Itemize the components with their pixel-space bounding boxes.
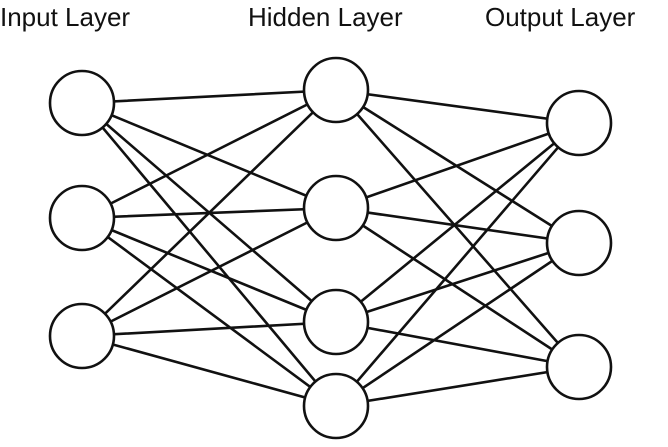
edge-hidden-3-to-output-2	[334, 241, 581, 324]
edge-hidden-2-to-output-2	[334, 206, 581, 245]
edge-hidden-2-to-output-1	[334, 121, 581, 210]
hidden-layer-title: Hidden Layer	[248, 2, 403, 32]
layer-titles: Input Layer Hidden Layer Output Layer	[0, 2, 636, 32]
edge-hidden-3-to-output-3	[334, 320, 581, 369]
hidden-node-2	[302, 174, 370, 242]
edge-input-3-to-hidden-3	[80, 320, 338, 338]
edge-input-3-to-hidden-1	[80, 88, 338, 338]
input-node-1	[48, 69, 116, 137]
edge-hidden-4-to-output-2	[334, 241, 581, 408]
edge-hidden-3-to-output-1	[334, 121, 581, 324]
hidden-node-3	[302, 288, 370, 356]
edge-input-1-to-hidden-1	[80, 88, 338, 105]
edge-input-2-to-hidden-4	[80, 216, 338, 408]
edge-input-1-to-hidden-2	[80, 101, 338, 210]
edge-hidden-4-to-output-1	[334, 121, 581, 408]
connection-lines	[80, 88, 581, 408]
edge-input-1-to-hidden-4	[80, 101, 338, 408]
edge-hidden-4-to-output-3	[334, 365, 581, 408]
edge-hidden-2-to-output-3	[334, 206, 581, 369]
edge-input-3-to-hidden-2	[80, 206, 338, 338]
edge-input-3-to-hidden-4	[80, 334, 338, 408]
output-node-2	[545, 209, 613, 277]
edge-input-2-to-hidden-1	[80, 88, 338, 220]
edge-input-2-to-hidden-3	[80, 216, 338, 324]
output-node-3	[545, 333, 613, 401]
input-layer-title: Input Layer	[0, 2, 130, 32]
input-node-3	[48, 302, 116, 370]
input-node-2	[48, 184, 116, 252]
edge-hidden-1-to-output-3	[334, 88, 581, 369]
hidden-node-1	[302, 56, 370, 124]
output-node-1	[545, 89, 613, 157]
neuron-nodes	[48, 56, 613, 440]
hidden-node-4	[302, 372, 370, 440]
edge-hidden-1-to-output-1	[334, 88, 581, 125]
output-layer-title: Output Layer	[485, 2, 636, 32]
